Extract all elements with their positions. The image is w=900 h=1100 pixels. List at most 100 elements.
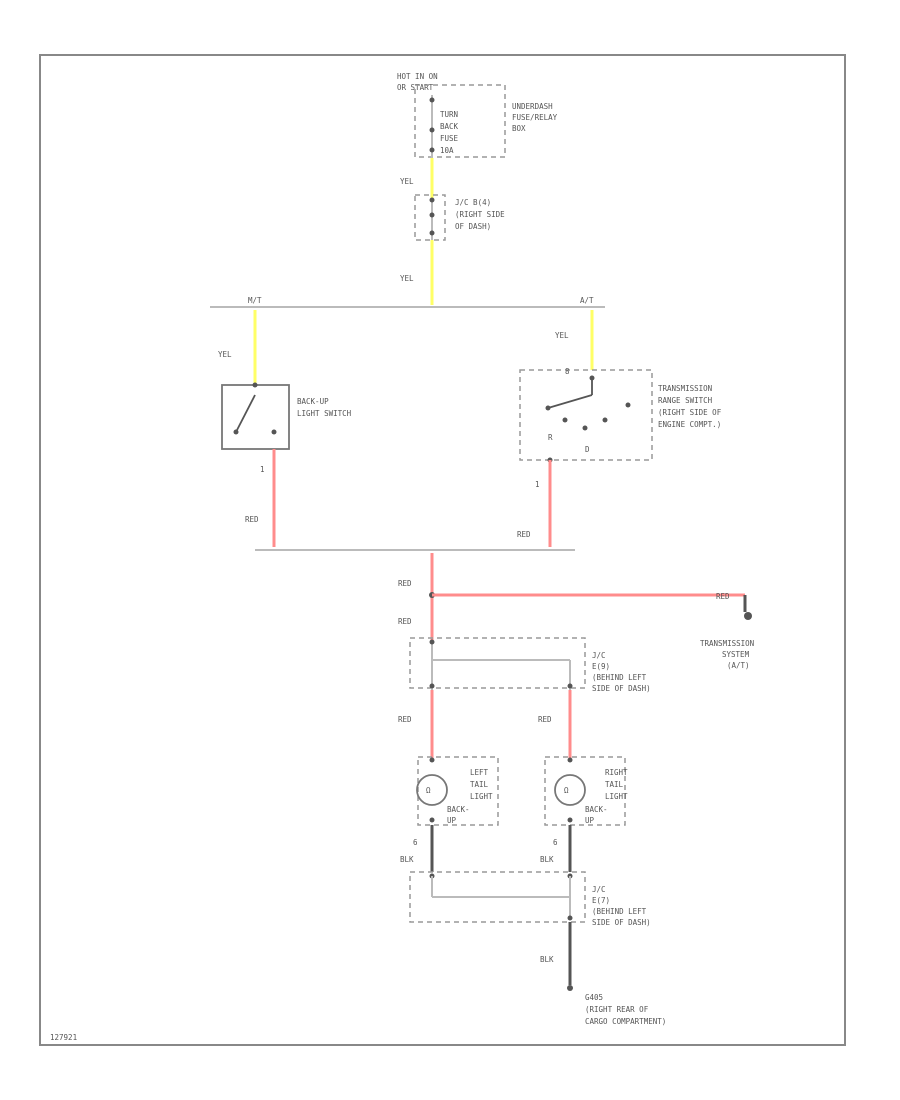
transmission-range-switch-outline — [519, 369, 653, 461]
svg-text:(BEHIND LEFT: (BEHIND LEFT — [592, 673, 647, 682]
svg-text:E(9): E(9) — [592, 662, 610, 671]
right-bulb-label: BACK- UP — [585, 805, 608, 825]
fuse-label: TURN BACK FUSE 10A — [440, 110, 459, 155]
wire-label-red: RED — [398, 617, 412, 626]
svg-text:FUSE: FUSE — [440, 134, 459, 143]
backup-light-switch-box — [221, 384, 290, 450]
transmission-switch-label: TRANSMISSION RANGE SWITCH (RIGHT SIDE OF… — [658, 384, 722, 429]
svg-text:ENGINE COMPT.): ENGINE COMPT.) — [658, 420, 721, 429]
svg-text:SIDE OF DASH): SIDE OF DASH) — [592, 918, 651, 927]
svg-text:OF DASH): OF DASH) — [455, 222, 491, 231]
svg-text:G405: G405 — [585, 993, 603, 1002]
svg-text:J/C B(4): J/C B(4) — [455, 198, 491, 207]
connector-dot — [602, 417, 608, 423]
wire-label-yel: YEL — [555, 331, 569, 340]
backup-switch-label: BACK-UP LIGHT SWITCH — [297, 397, 352, 418]
wire-label-red: RED — [716, 592, 730, 601]
connector-dot — [252, 382, 258, 388]
tcs-label: TRANSMISSION SYSTEM (A/T) — [700, 639, 754, 670]
left-tail-light-outline — [417, 756, 499, 826]
wire-label-blk: BLK — [540, 855, 554, 864]
svg-text:RANGE SWITCH: RANGE SWITCH — [658, 396, 713, 405]
left-tail-label: LEFT TAIL LIGHT — [470, 768, 493, 801]
svg-text:(RIGHT SIDE: (RIGHT SIDE — [455, 210, 505, 219]
svg-text:BACK-: BACK- — [585, 805, 608, 814]
svg-text:(RIGHT REAR OF: (RIGHT REAR OF — [585, 1005, 649, 1014]
left-bulb-label: BACK- UP — [447, 805, 470, 825]
connector-dot — [567, 683, 573, 689]
svg-text:FUSE/RELAY: FUSE/RELAY — [512, 113, 558, 122]
branch-label-at: A/T — [580, 296, 594, 305]
wire-label-red: RED — [538, 715, 552, 724]
pin-label: D — [585, 445, 590, 454]
svg-text:OR START: OR START — [397, 83, 434, 92]
svg-text:TAIL: TAIL — [605, 780, 624, 789]
svg-text:(BEHIND LEFT: (BEHIND LEFT — [592, 907, 647, 916]
svg-text:HOT IN ON: HOT IN ON — [397, 72, 438, 81]
svg-text:UNDERDASH: UNDERDASH — [512, 102, 553, 111]
svg-text:LIGHT: LIGHT — [470, 792, 493, 801]
svg-text:BACK-: BACK- — [447, 805, 470, 814]
svg-text:J/C: J/C — [592, 651, 606, 660]
fuse-box-label: UNDERDASH FUSE/RELAY BOX — [512, 102, 558, 133]
svg-text:E(7): E(7) — [592, 896, 610, 905]
connector-dot — [545, 405, 551, 411]
wire-label-blk: BLK — [540, 955, 554, 964]
svg-text:BACK-UP: BACK-UP — [297, 397, 329, 406]
connector-dot — [429, 212, 435, 218]
connector-dot — [429, 683, 435, 689]
tcs-terminal — [744, 612, 752, 620]
svg-text:RIGHT: RIGHT — [605, 768, 628, 777]
right-tail-light-outline — [544, 756, 626, 826]
left-bulb-icon — [416, 774, 448, 806]
fuse-terminal — [429, 147, 435, 153]
svg-text:SYSTEM: SYSTEM — [722, 650, 750, 659]
svg-text:LIGHT SWITCH: LIGHT SWITCH — [297, 409, 352, 418]
svg-text:J/C: J/C — [592, 885, 606, 894]
svg-text:TURN: TURN — [440, 110, 458, 119]
jc-low-outline — [409, 871, 586, 923]
pin-number: 8 — [565, 367, 570, 376]
connector-dot — [429, 757, 435, 763]
right-tail-label: RIGHT TAIL LIGHT — [605, 768, 628, 801]
wire-label-red: RED — [398, 579, 412, 588]
svg-text:UP: UP — [585, 816, 595, 825]
bulb-symbol: Ω — [426, 786, 431, 795]
svg-text:TRANSMISSION: TRANSMISSION — [700, 639, 754, 648]
svg-text:10A: 10A — [440, 146, 454, 155]
connector-dot — [233, 429, 239, 435]
jc-mid-label: J/C E(9) (BEHIND LEFT SIDE OF DASH) — [592, 651, 651, 693]
connector-dot — [429, 230, 435, 236]
connector-dot — [625, 402, 631, 408]
wire-label-yel: YEL — [400, 177, 414, 186]
power-source-label: HOT IN ON OR START — [397, 72, 438, 92]
ground-label: G405 (RIGHT REAR OF CARGO COMPARTMENT) — [585, 993, 666, 1026]
branch-label-mt: M/T — [248, 296, 262, 305]
wire-label-red: RED — [517, 530, 531, 539]
fuse-terminal — [429, 127, 435, 133]
switch-contact — [235, 394, 256, 433]
wire-label-red: RED — [245, 515, 259, 524]
connector-dot — [429, 817, 435, 823]
connector-dot — [582, 425, 588, 431]
jc-low-label: J/C E(7) (BEHIND LEFT SIDE OF DASH) — [592, 885, 651, 927]
jc-mid-outline — [409, 637, 586, 689]
svg-text:LIGHT: LIGHT — [605, 792, 628, 801]
fuse-terminal — [429, 97, 435, 103]
ground-terminal-icon — [567, 985, 573, 991]
svg-text:BACK: BACK — [440, 122, 459, 131]
wire-label-blk: BLK — [400, 855, 414, 864]
connector-dot — [271, 429, 277, 435]
wire-label-yel: YEL — [218, 350, 232, 359]
wire-label-red: RED — [398, 715, 412, 724]
connector-dot — [429, 639, 435, 645]
svg-text:(RIGHT SIDE OF: (RIGHT SIDE OF — [658, 408, 722, 417]
pin-number: 6 — [553, 838, 558, 847]
svg-text:TAIL: TAIL — [470, 780, 489, 789]
diagram-id: 127921 — [50, 1033, 77, 1042]
pin-number: 1 — [535, 480, 540, 489]
connector-dot — [567, 757, 573, 763]
svg-text:SIDE OF DASH): SIDE OF DASH) — [592, 684, 651, 693]
right-bulb-icon — [554, 774, 586, 806]
